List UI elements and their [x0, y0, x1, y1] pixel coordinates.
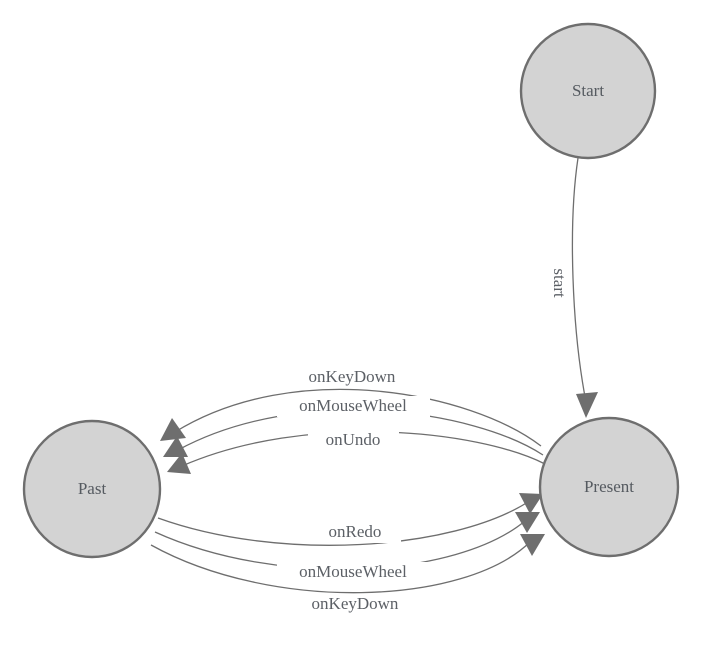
edge-label-present-past-onmousewheel: onMouseWheel: [277, 396, 430, 417]
arrowhead-present-past-2: [163, 436, 188, 457]
edge-label-backing-1: [288, 367, 416, 388]
edge-label-start: start: [548, 257, 569, 309]
edge-path-past-present-1: [157, 501, 529, 546]
edge-label-present-past-onundo: onUndo: [308, 430, 399, 451]
arrowhead-past-present-2: [515, 512, 540, 533]
edge-label-text-2: onMouseWheel: [299, 396, 407, 415]
edge-label-text-3: onUndo: [326, 430, 381, 449]
node-present-label: Present: [584, 477, 634, 496]
edge-label-text-4: onRedo: [329, 522, 382, 541]
node-start-circle: [519, 22, 657, 160]
edge-label-past-present-onmousewheel: onMouseWheel: [277, 562, 430, 583]
edge-label-backing-5: [277, 562, 430, 583]
arrowhead-start-present: [576, 392, 598, 418]
node-start-label: Start: [572, 81, 604, 100]
edge-label-backing-start: [548, 257, 568, 309]
arrowhead-present-past-1: [160, 418, 186, 441]
edge-label-present-past-onkeydown: onKeyDown: [288, 367, 416, 388]
edge-label-past-present-onkeydown: onKeyDown: [291, 594, 419, 615]
node-past-label: Past: [78, 479, 107, 498]
edge-path-start-present: [571, 157, 587, 403]
edge-label-backing-2: [277, 396, 430, 417]
node-past-circle: [22, 419, 162, 559]
edge-label-backing-4: [310, 522, 401, 543]
node-past[interactable]: Past: [22, 419, 162, 559]
edge-start-to-present[interactable]: [571, 157, 598, 418]
edge-label-text-1: onKeyDown: [309, 367, 396, 386]
node-present[interactable]: Present: [538, 416, 680, 558]
edge-present-to-past-onkeydown[interactable]: [160, 388, 542, 447]
edge-label-text-start: start: [550, 268, 569, 298]
arrowhead-present-past-3: [167, 453, 191, 474]
node-start[interactable]: Start: [519, 22, 657, 160]
edge-label-backing-6: [291, 594, 419, 615]
edge-label-backing-3: [308, 430, 399, 451]
edge-path-past-present-3: [150, 541, 531, 594]
arrowhead-past-present-1: [519, 493, 543, 514]
edge-label-text-5: onMouseWheel: [299, 562, 407, 581]
arrowhead-past-present-3: [520, 534, 545, 556]
edge-path-present-past-1: [174, 388, 542, 447]
node-present-circle: [538, 416, 680, 558]
edge-past-to-present-onkeydown[interactable]: [150, 534, 545, 594]
edge-label-past-present-onredo: onRedo: [310, 522, 401, 543]
edge-label-text-6: onKeyDown: [312, 594, 399, 613]
edge-past-to-present-onredo[interactable]: [157, 493, 543, 546]
